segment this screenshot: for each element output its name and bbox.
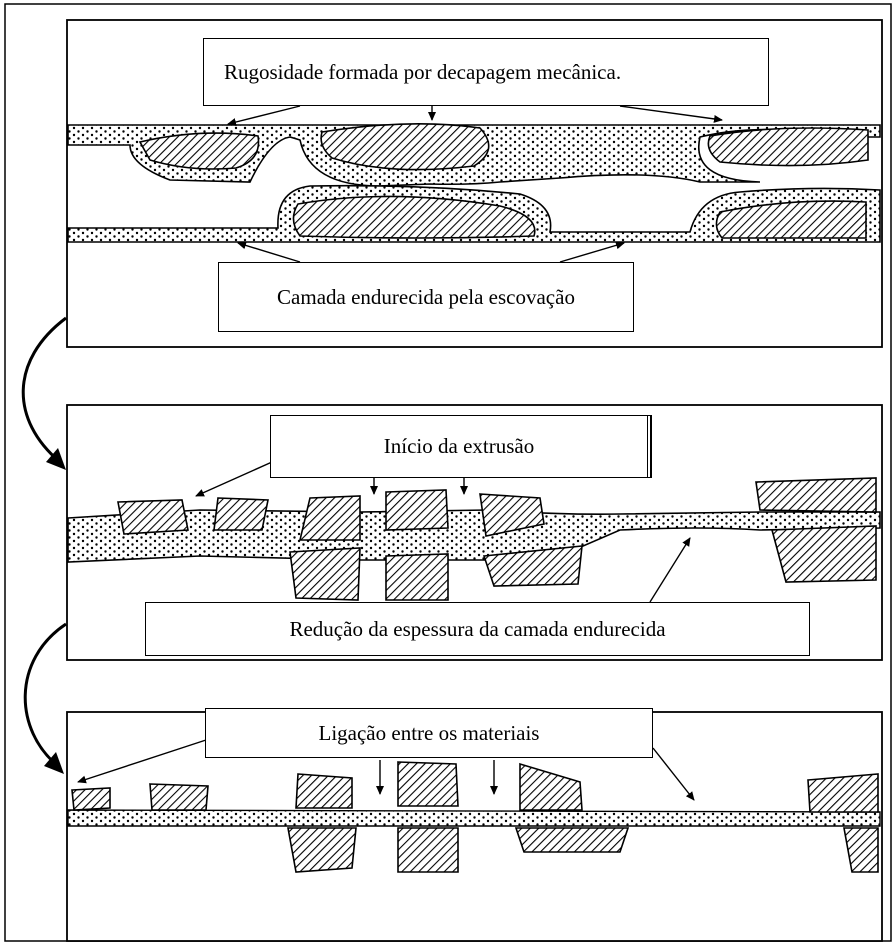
upper-grain-2 bbox=[321, 124, 489, 170]
label-hardened-layer: Camada endurecida pela escovação bbox=[218, 262, 634, 332]
label-material-bonding: Ligação entre os materiais bbox=[205, 708, 653, 758]
panel-3-grain-9 bbox=[516, 828, 628, 852]
panel-2-grain-4 bbox=[386, 490, 448, 530]
panel-3-grain-7 bbox=[288, 828, 356, 872]
transition-arrow-2 bbox=[25, 624, 66, 766]
label-roughness: Rugosidade formada por decapagem mecânic… bbox=[203, 38, 769, 106]
panel-3-grain-1 bbox=[72, 788, 110, 810]
panel-2-grain-3 bbox=[300, 496, 360, 540]
label-extrusion-start: Início da extrusão bbox=[270, 415, 648, 478]
panel-3-grain-3 bbox=[296, 774, 352, 808]
panel-2-grain-6 bbox=[756, 478, 876, 512]
panel-3-hardened-layer bbox=[68, 810, 880, 826]
panel-2-grain-10 bbox=[772, 526, 876, 582]
panel-2-grain-7 bbox=[290, 548, 360, 600]
panel-3-grain-6 bbox=[808, 774, 878, 812]
upper-grain-3 bbox=[708, 128, 868, 166]
panel-3-grain-8 bbox=[398, 828, 458, 872]
panel-2-grain-1 bbox=[118, 500, 188, 534]
transition-arrow-1 bbox=[23, 318, 66, 462]
panel-3-grain-2 bbox=[150, 784, 208, 810]
label-thickness-reduction: Redução da espessura da camada endurecid… bbox=[145, 602, 810, 656]
panel-3-grain-4 bbox=[398, 762, 458, 806]
panel-2-grain-2 bbox=[214, 498, 268, 530]
panel-2-grain-8 bbox=[386, 554, 448, 600]
